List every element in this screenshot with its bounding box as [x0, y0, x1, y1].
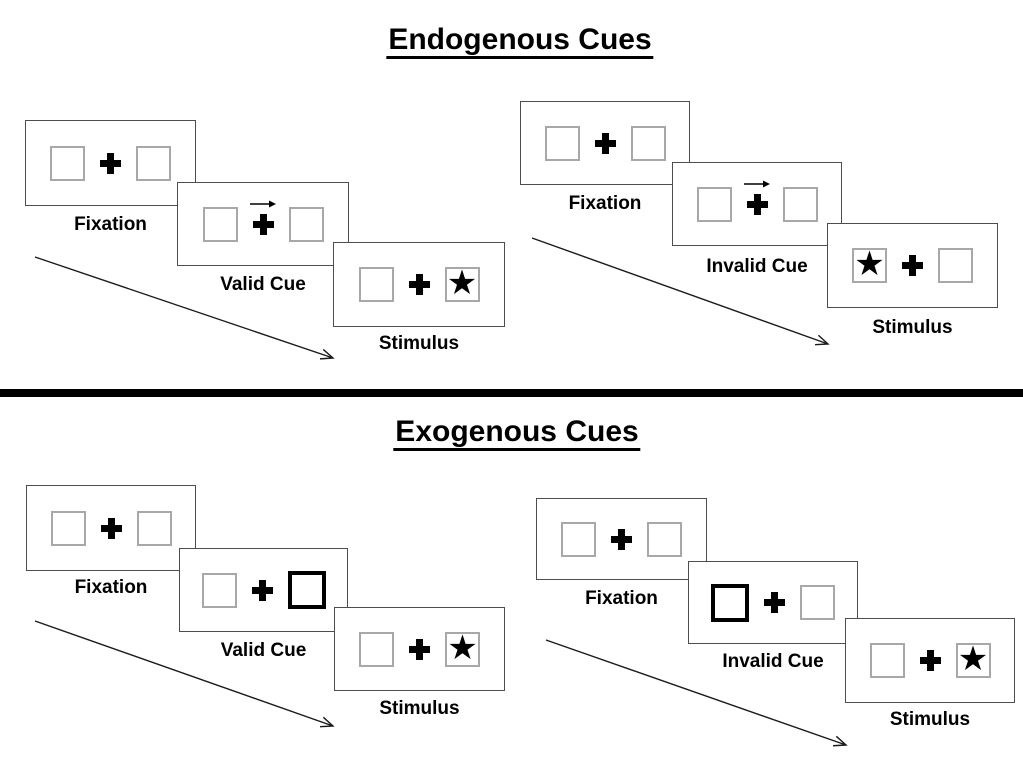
left-placeholder-box — [561, 521, 596, 557]
fixation-cross-icon — [902, 255, 923, 276]
exo-valid-cue-panel — [179, 548, 348, 632]
fixation-cross-icon — [764, 592, 785, 613]
right-target-box: ★ — [444, 263, 480, 303]
panel-label: Valid Cue — [220, 640, 307, 661]
sequence-timeline-arrow — [34, 256, 335, 360]
panel-label: Stimulus — [889, 709, 971, 730]
star-stimulus-icon: ★ — [447, 627, 478, 668]
exo-invalid-stimulus-panel: ★ — [845, 618, 1015, 703]
endo-invalid-fixation-panel — [520, 101, 690, 185]
left-placeholder-box — [201, 572, 237, 608]
cue-highlight-box — [711, 583, 749, 622]
star-stimulus-icon: ★ — [854, 244, 885, 284]
endo-invalid-cue-panel — [672, 162, 842, 246]
panel-label: Invalid Cue — [722, 651, 824, 672]
endo-invalid-stimulus-panel: ★ — [827, 223, 998, 308]
section-divider — [0, 389, 1023, 397]
left-placeholder-box — [50, 145, 85, 181]
sequence-timeline-arrow — [531, 237, 830, 346]
cue-arrow-icon — [250, 200, 276, 208]
star-stimulus-icon: ★ — [957, 639, 989, 679]
panel-label: Fixation — [585, 588, 658, 609]
endogenous-section-title: Endogenous Cues — [386, 25, 654, 59]
fixation-cross-icon — [594, 132, 616, 154]
panel-label: Invalid Cue — [706, 256, 808, 277]
left-target-box: ★ — [852, 244, 887, 284]
endo-valid-fixation-panel — [25, 120, 196, 206]
right-placeholder-box — [136, 145, 171, 181]
exo-invalid-fixation-panel — [536, 498, 707, 580]
left-placeholder-box — [50, 510, 86, 546]
fixation-cross-icon — [252, 213, 274, 235]
fixation-cross-icon — [919, 650, 941, 671]
panel-label: Valid Cue — [220, 274, 306, 295]
exo-valid-stimulus-panel: ★ — [334, 607, 505, 691]
panel-label: Stimulus — [872, 317, 953, 338]
fixation-cross-icon — [746, 193, 768, 215]
left-placeholder-box — [696, 186, 732, 222]
sequence-timeline-arrow — [34, 620, 335, 728]
panel-label: Fixation — [74, 577, 148, 598]
left-placeholder-box — [869, 643, 905, 678]
left-placeholder-box — [202, 206, 238, 242]
panel-label: Stimulus — [378, 333, 460, 354]
endo-valid-stimulus-panel: ★ — [333, 242, 505, 327]
fixation-cross-icon — [251, 579, 273, 601]
left-placeholder-box — [359, 631, 394, 667]
panel-label: Fixation — [568, 193, 642, 214]
fixation-cross-icon — [409, 638, 430, 660]
right-placeholder-box — [136, 510, 172, 546]
right-target-box: ★ — [445, 627, 480, 668]
right-placeholder-box — [288, 206, 324, 242]
cue-arrow-icon — [744, 180, 770, 188]
fixation-cross-icon — [408, 274, 430, 295]
left-placeholder-box — [358, 267, 394, 302]
right-target-box: ★ — [955, 639, 991, 679]
sequence-timeline-arrow — [545, 639, 848, 747]
exogenous-section-title: Exogenous Cues — [393, 417, 641, 451]
fixation-cross-icon — [611, 528, 632, 550]
right-placeholder-box — [630, 125, 666, 161]
left-placeholder-box — [544, 125, 580, 161]
right-placeholder-box — [647, 521, 682, 557]
exo-invalid-cue-panel — [688, 561, 858, 644]
star-stimulus-icon: ★ — [446, 263, 478, 303]
panel-label: Fixation — [74, 214, 147, 235]
endo-valid-cue-panel — [177, 182, 349, 266]
exo-valid-fixation-panel — [26, 485, 196, 571]
right-placeholder-box — [782, 186, 818, 222]
panel-label: Stimulus — [379, 698, 460, 719]
cue-highlight-box — [287, 571, 326, 609]
fixation-cross-icon — [100, 517, 122, 539]
right-placeholder-box — [800, 585, 835, 620]
right-placeholder-box — [938, 248, 973, 283]
fixation-cross-icon — [100, 152, 121, 174]
